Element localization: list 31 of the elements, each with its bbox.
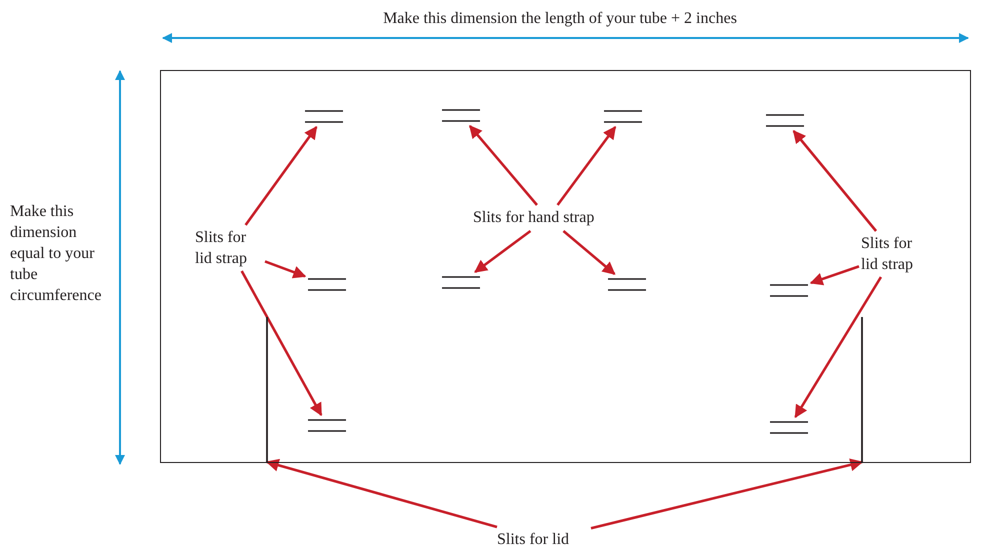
slit-mark [308,418,346,433]
arrow [794,276,882,418]
callout-text: Slits for hand strap [473,207,623,229]
arrow [590,458,864,530]
slit-mark [442,275,480,290]
arrow [468,125,538,206]
arrow [562,230,616,275]
arrow [810,265,860,286]
arrow [474,230,532,274]
callout-text: Slits for lid [497,529,589,551]
slit-mark [263,317,271,462]
slit-mark [308,277,346,292]
callout-text: Slits for lid strap [861,233,929,275]
slit-mark [858,317,866,462]
dimension-label: Make this dimension the length of your tube + 2 inches [382,9,738,29]
slit-mark [305,109,343,124]
slit-mark [766,113,804,128]
slit-mark [770,283,808,298]
slit-mark [608,277,646,292]
arrow [264,260,306,278]
slit-mark [442,108,480,123]
callout-text: Slits for lid strap [195,227,263,269]
arrow [244,126,318,226]
slit-mark [604,109,642,124]
arrow [240,270,322,416]
arrow [792,130,878,232]
dimension-label: Make this dimension equal to your tube circumference [10,202,102,306]
slit-mark [770,420,808,435]
arrow [266,458,498,528]
pattern-outline [160,70,971,463]
arrow [556,126,616,206]
